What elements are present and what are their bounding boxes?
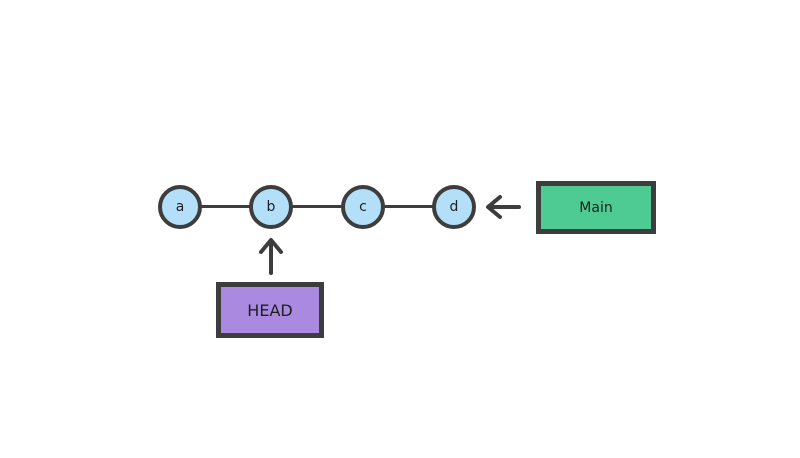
commit-node-c-label: c [359, 199, 367, 215]
main-branch-label: Main [579, 199, 613, 216]
up-arrow-icon [259, 238, 283, 275]
head-pointer-box: HEAD [216, 282, 324, 338]
head-pointer-label: HEAD [247, 300, 293, 320]
commit-node-b: b [249, 185, 293, 229]
commit-node-c: c [341, 185, 385, 229]
commit-node-a: a [158, 185, 202, 229]
commit-node-a-label: a [175, 199, 185, 215]
main-branch-box: Main [536, 181, 656, 234]
commit-edge-line [180, 205, 454, 208]
left-arrow-icon [486, 195, 521, 219]
commit-node-b-label: b [266, 199, 276, 215]
commit-node-d: d [432, 185, 476, 229]
commit-node-d-label: d [449, 199, 459, 215]
